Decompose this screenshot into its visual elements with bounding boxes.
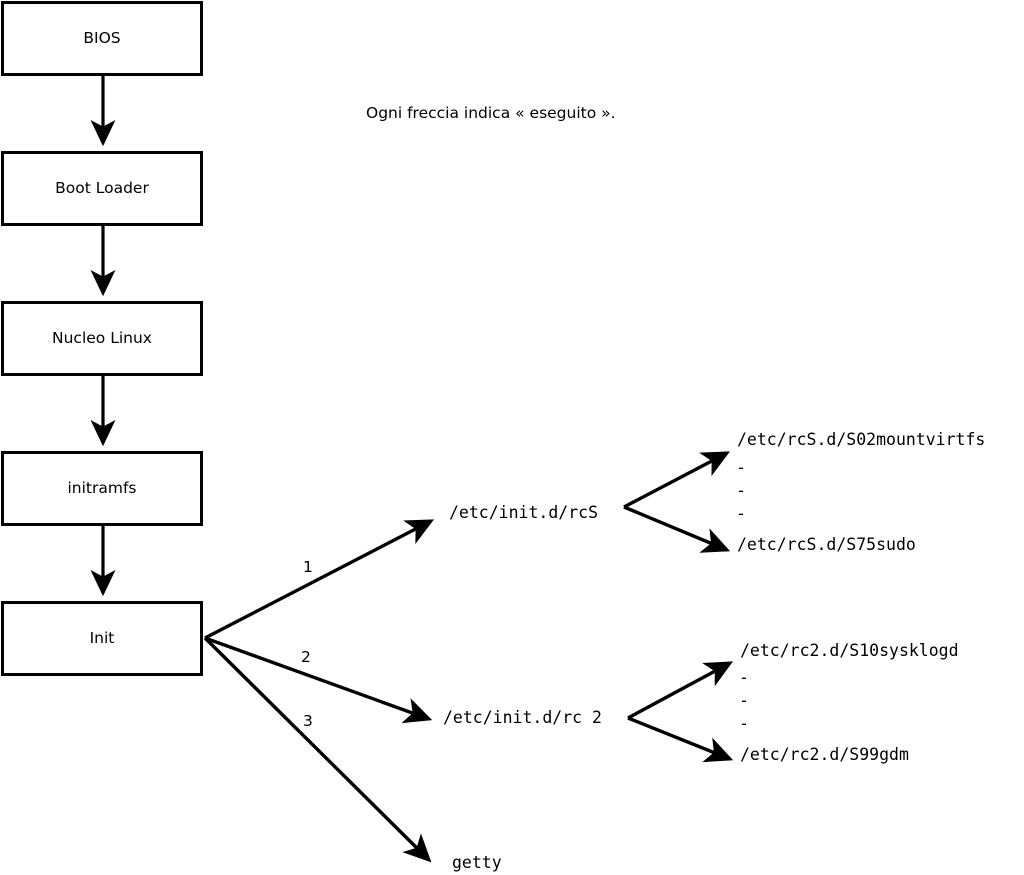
stage-box-init[interactable]: Init [1,601,203,676]
arrow-init-to-rcs [204,519,435,640]
path-label-rcs[interactable]: /etc/init.d/rcS [449,503,599,522]
rc2-ellipsis-dash-1: - [739,668,749,687]
path-label-rcs-last-script[interactable]: /etc/rcS.d/S75sudo [737,535,916,554]
branch-number-2: 2 [301,648,311,666]
rcs-ellipsis-dash-1: - [736,458,746,477]
arrow-rcs-to-first-script [623,451,731,509]
rcs-ellipsis-dash-2: - [736,481,746,500]
rc2-ellipsis-dash-3: - [739,714,749,733]
path-label-getty[interactable]: getty [452,853,502,872]
arrow-init-to-rc2 [204,636,433,724]
stage-box-nucleo-linux[interactable]: Nucleo Linux [1,301,203,376]
diagram-caption: Ogni freccia indica « eseguito ». [366,104,616,122]
stage-box-bios[interactable]: BIOS [1,1,203,76]
stage-box-boot-loader[interactable]: Boot Loader [1,151,203,226]
path-label-rcs-first-script[interactable]: /etc/rcS.d/S02mountvirtfs [737,430,986,449]
arrow-init-to-getty [203,636,432,863]
stage-label-init: Init [89,628,115,647]
rc2-ellipsis-dash-2: - [739,691,749,710]
stage-label-bios: BIOS [83,28,121,47]
stage-label-nucleo-linux: Nucleo Linux [52,328,152,347]
rcs-ellipsis-dash-3: - [736,504,746,523]
arrow-rc2-to-first-script [627,661,733,720]
branch-number-3: 3 [303,712,313,730]
arrow-rc2-to-last-script [627,716,734,763]
arrow-rcs-to-last-script [623,505,731,553]
path-label-rc2[interactable]: /etc/init.d/rc 2 [443,708,602,727]
branch-number-1: 1 [303,558,313,576]
stage-label-boot-loader: Boot Loader [55,178,149,197]
stage-label-initramfs: initramfs [67,478,137,497]
path-label-rc2-first-script[interactable]: /etc/rc2.d/S10sysklogd [740,641,959,660]
path-label-rc2-last-script[interactable]: /etc/rc2.d/S99gdm [740,745,909,764]
stage-box-initramfs[interactable]: initramfs [1,451,203,526]
